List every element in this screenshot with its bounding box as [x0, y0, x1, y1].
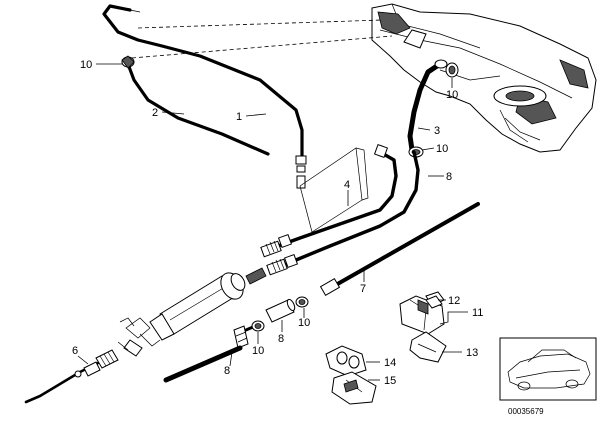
fuel-filter: [117, 267, 267, 357]
reference-number: 00035679: [508, 407, 544, 416]
hose-piece-clamp: [295, 296, 309, 308]
part-labels: 10 2 1 10 3 10 8 4 7 10 8 10 8 6 12 11 1…: [72, 59, 544, 416]
label-8-tank: 8: [446, 171, 452, 183]
clip-small: [425, 295, 443, 309]
vent-line-lower: [121, 55, 270, 156]
bracket-outline: [299, 147, 369, 233]
clip-with-bolt: [331, 371, 377, 405]
label-7: 7: [360, 283, 366, 295]
dashed-reference-lines: [131, 19, 393, 59]
clip-double: [325, 345, 367, 377]
fuel-line-long: [319, 202, 480, 297]
holder-bracket: [409, 331, 447, 363]
leader-lines: [77, 63, 468, 381]
label-4: 4: [344, 179, 350, 191]
label-1: 1: [236, 111, 242, 123]
fuel-line-with-fitting: [24, 349, 119, 404]
fuel-tank: [371, 3, 597, 153]
label-8-lower: 8: [224, 365, 230, 377]
label-10-tank: 10: [446, 89, 458, 101]
label-10-vent: 10: [80, 59, 92, 71]
car-thumbnail: [499, 337, 597, 401]
label-8-hose: 8: [278, 333, 284, 345]
fuel-feed-pipe: [260, 143, 420, 276]
label-13: 13: [466, 347, 478, 359]
label-10-pipe: 10: [252, 345, 264, 357]
hose-clamp-tank: [445, 62, 459, 78]
hose-piece-upper: [265, 298, 296, 323]
label-12: 12: [448, 295, 460, 307]
vent-line-upper: [102, 4, 307, 189]
label-3: 3: [434, 125, 440, 137]
label-6: 6: [72, 345, 78, 357]
hose-lower-long: [163, 345, 243, 383]
label-11: 11: [472, 307, 483, 319]
pipe-short: [233, 320, 265, 349]
label-15: 15: [384, 375, 396, 387]
label-10-hose: 10: [298, 317, 310, 329]
label-10-filler: 10: [436, 143, 448, 155]
label-14: 14: [384, 357, 396, 369]
filler-neck-hose: [407, 59, 448, 153]
label-2: 2: [152, 107, 158, 119]
